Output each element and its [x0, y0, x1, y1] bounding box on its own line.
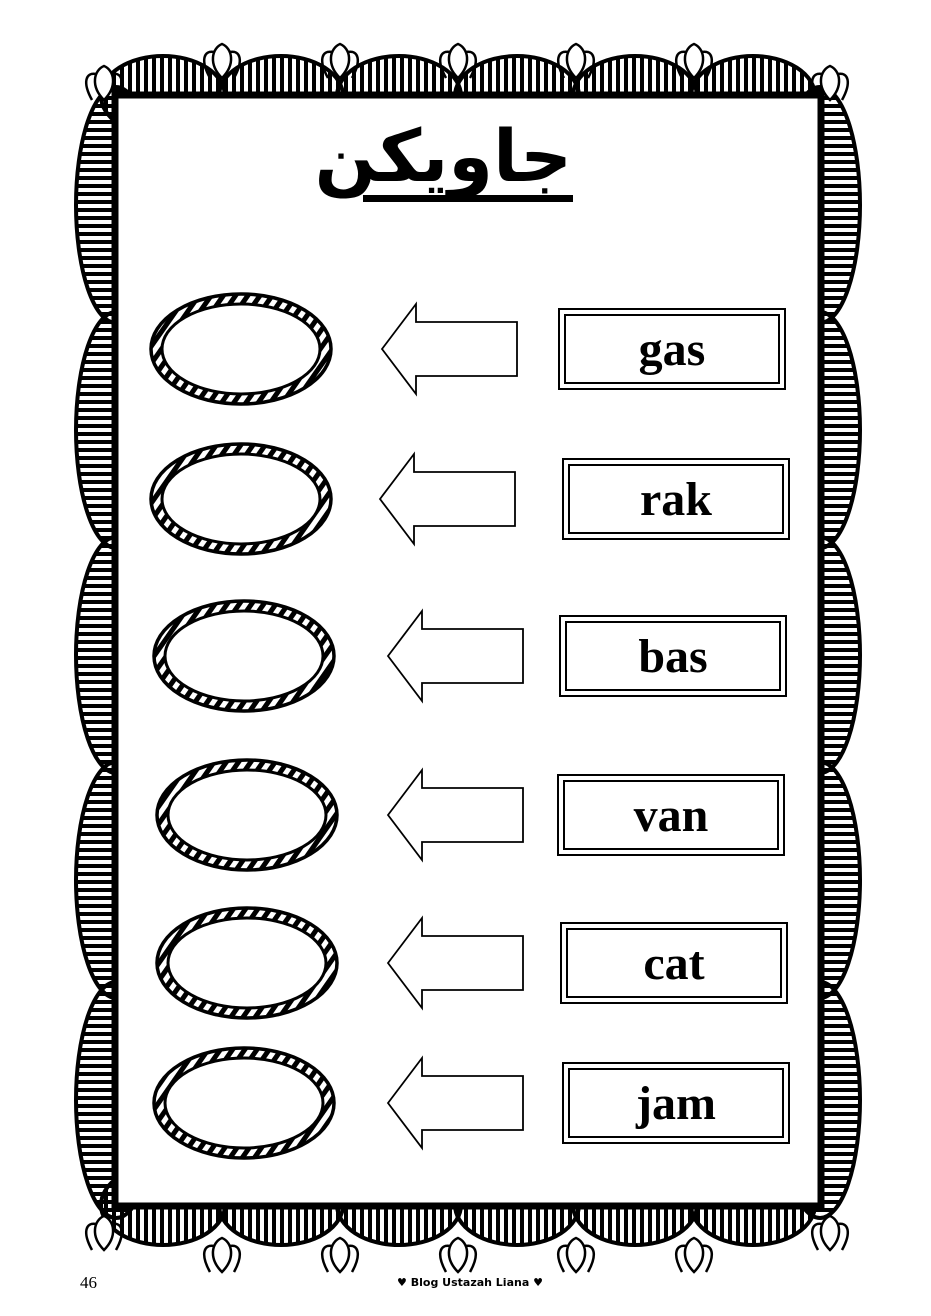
answer-blank[interactable] [160, 452, 322, 546]
word-box: jam [562, 1062, 790, 1144]
word-box: rak [562, 458, 790, 540]
flourish [438, 42, 478, 80]
flourish [320, 1236, 360, 1274]
flourish [320, 42, 360, 80]
flourish [438, 1236, 478, 1274]
flourish [84, 1214, 124, 1252]
worksheet-title: جاويكن [314, 114, 572, 198]
arrow-left-icon [386, 915, 524, 1011]
word-text: rak [640, 472, 712, 526]
word-box: gas [558, 308, 786, 390]
arrows [378, 301, 524, 1151]
flourish [556, 42, 596, 80]
answer-blank[interactable] [166, 916, 328, 1010]
answer-blank[interactable] [163, 1056, 325, 1150]
answer-blank[interactable] [160, 302, 322, 396]
word-box: van [557, 774, 785, 856]
page-number: 46 [80, 1273, 97, 1292]
flourish [810, 1214, 850, 1252]
arrow-left-icon [378, 451, 516, 547]
flourish [674, 42, 714, 80]
footer-credit: ♥ Blog Ustazah Liana ♥ [397, 1276, 543, 1289]
flourish [556, 1236, 596, 1274]
flourish [84, 64, 124, 102]
word-text: jam [636, 1076, 716, 1130]
title-underline [363, 195, 573, 202]
arrow-left-icon [386, 1055, 524, 1151]
arrow-left-icon [380, 301, 518, 397]
flourish [202, 42, 242, 80]
word-text: cat [643, 936, 705, 990]
word-box: bas [559, 615, 787, 697]
flourish [810, 64, 850, 102]
word-text: bas [638, 629, 708, 683]
flourish [202, 1236, 242, 1274]
arrow-left-icon [386, 767, 524, 863]
answer-blank[interactable] [166, 768, 328, 862]
answer-blank[interactable] [163, 609, 325, 703]
arrow-left-icon [386, 608, 524, 704]
word-box: cat [560, 922, 788, 1004]
word-text: van [633, 788, 709, 842]
flourish [674, 1236, 714, 1274]
word-text: gas [638, 322, 706, 376]
answer-ovals [149, 292, 339, 1160]
